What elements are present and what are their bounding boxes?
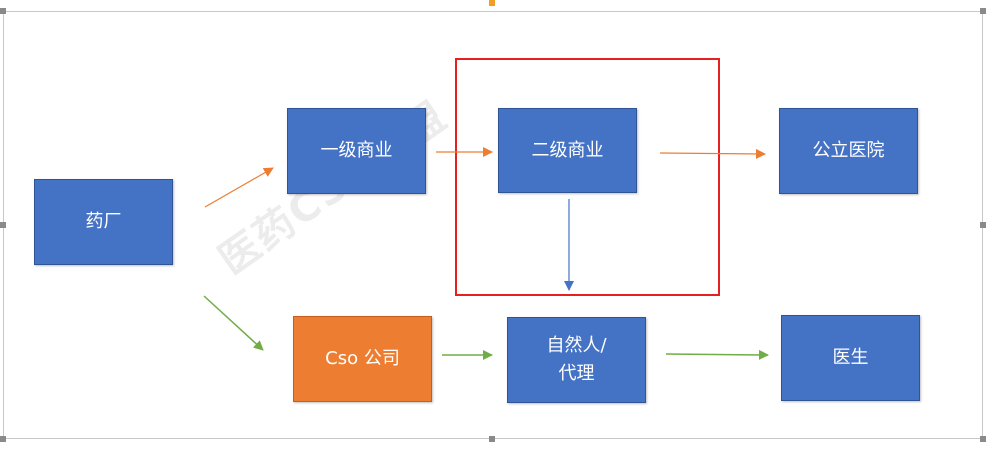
resize-handle-bottom[interactable] (489, 436, 495, 442)
arrow-natural-person-to-doctor (665, 349, 769, 360)
resize-handle-right[interactable] (980, 222, 986, 228)
resize-handle-top-right[interactable] (980, 8, 986, 14)
node-cso-label: Cso 公司 (325, 348, 400, 369)
resize-handle-top[interactable] (489, 0, 495, 6)
arrow-level2-to-hospital (659, 148, 766, 159)
node-natural-person-label-2: 代理 (558, 363, 595, 384)
arrow-factory-to-level1 (204, 167, 274, 208)
resize-handle-top-left[interactable] (0, 8, 6, 14)
node-hospital-label: 公立医院 (812, 140, 885, 161)
highlight-frame (455, 58, 720, 296)
node-cso-company: Cso 公司 (293, 316, 432, 402)
node-level2-commerce: 二级商业 (498, 108, 637, 193)
node-doctor: 医生 (781, 315, 920, 401)
node-natural-person: 自然人/ 代理 (507, 317, 646, 403)
node-doctor-label: 医生 (832, 347, 869, 368)
node-level1-commerce: 一级商业 (287, 108, 426, 194)
resize-handle-left[interactable] (0, 222, 6, 228)
node-level1-label: 一级商业 (320, 140, 393, 161)
node-factory: 药厂 (34, 179, 173, 265)
resize-handle-bottom-right[interactable] (980, 436, 986, 442)
arrow-factory-to-cso (203, 295, 264, 351)
node-natural-person-label-1: 自然人/ (546, 335, 607, 356)
resize-handle-bottom-left[interactable] (0, 436, 6, 442)
node-factory-label: 药厂 (85, 211, 122, 232)
node-public-hospital: 公立医院 (779, 108, 918, 194)
node-level2-label: 二级商业 (531, 139, 604, 161)
